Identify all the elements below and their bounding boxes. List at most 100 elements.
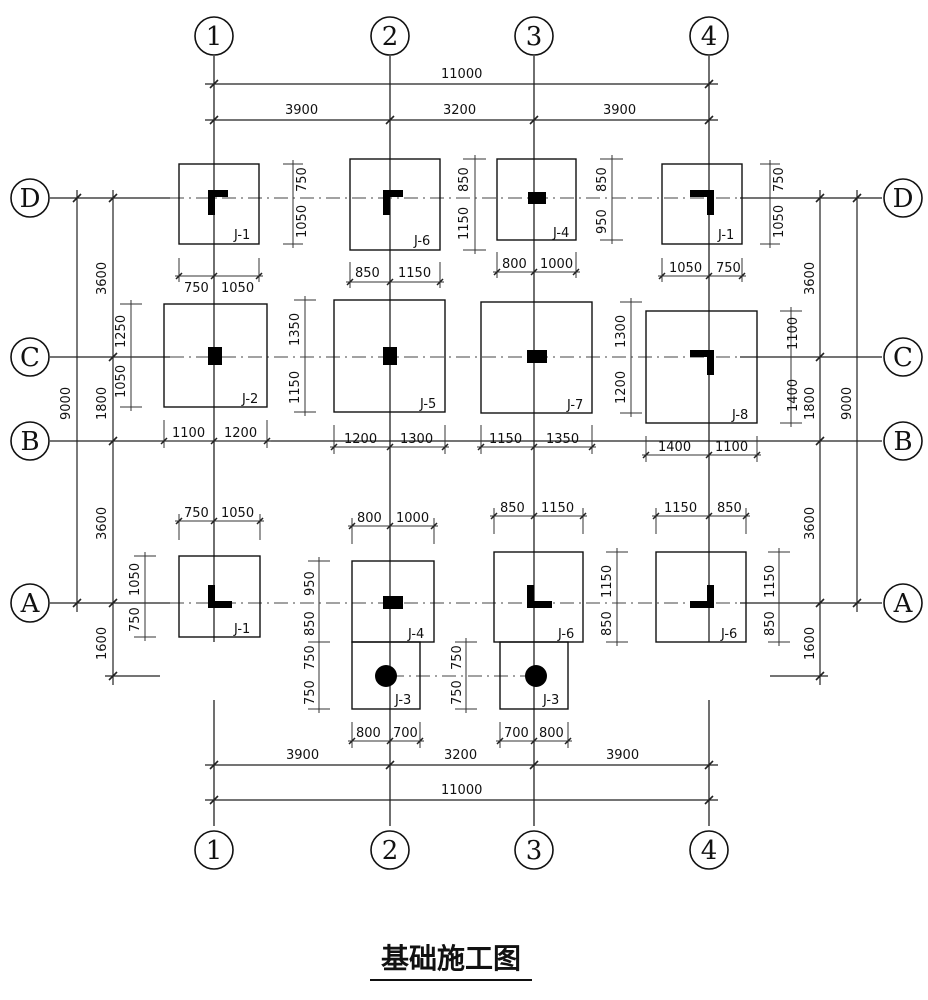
dim-top-overall: 11000: [441, 67, 482, 82]
tick: [815, 436, 825, 446]
footing-label-c2: J-5: [419, 397, 436, 412]
dim-right-seg-4: 1600: [803, 627, 818, 660]
tick: [477, 443, 485, 451]
fdim-s2-b: 700: [393, 726, 418, 741]
footing-label-a2: J-4: [407, 627, 424, 642]
footing-a1: [178, 555, 261, 638]
bubble-right-d: [883, 178, 923, 218]
axis-bubbles: [10, 16, 923, 870]
fdim-d2-a: 850: [355, 266, 380, 281]
dim-right-seg-2: 1800: [803, 387, 818, 420]
tick: [742, 512, 750, 520]
bubble-label-bottom-1: 1: [206, 836, 223, 866]
column-a1: [208, 585, 232, 608]
column-d1: [208, 190, 228, 215]
footing-c3: [480, 301, 593, 414]
tick: [209, 760, 219, 770]
column-c2: [383, 347, 397, 365]
fdim-d1-a: 750: [184, 281, 209, 296]
footing-label-s3: J-3: [542, 693, 559, 708]
fdim-c4-a: 1400: [658, 440, 691, 455]
fdim-a1-a: 750: [184, 506, 209, 521]
footing-label-c3: J-7: [566, 398, 583, 413]
fdim-a2-v-a: 950: [303, 571, 318, 596]
fdim-d3-a: 800: [502, 257, 527, 272]
tick: [530, 737, 538, 745]
bubble-label-right-a: A: [893, 589, 914, 619]
tick: [386, 278, 394, 286]
bubble-left-d: [10, 178, 50, 218]
tick: [704, 760, 714, 770]
tick: [160, 437, 168, 445]
fdim-a1-b: 1050: [221, 506, 254, 521]
bubble-label-left-c: C: [20, 343, 40, 373]
dim-right-seg-3: 3600: [803, 507, 818, 540]
tick: [564, 737, 572, 745]
fdim-c2-a: 1200: [344, 432, 377, 447]
footing-a4: [655, 551, 747, 643]
tick: [815, 193, 825, 203]
tick: [704, 79, 714, 89]
footing-c1: [163, 303, 268, 408]
fdim-a2-a: 800: [357, 511, 382, 526]
fdim-c2-v-b: 1150: [288, 371, 303, 404]
tick: [209, 795, 219, 805]
footing-d2: [349, 158, 441, 251]
bubble-left-c: [10, 337, 50, 377]
footing-dim-text-v: 750 1050 850 1150 850 950 750 1050 1250 …: [114, 167, 801, 705]
column-s2: [375, 665, 397, 687]
fdim-s2-v-b: 750: [303, 680, 318, 705]
footing-label-a1: J-1: [233, 622, 250, 637]
bubble-label-bottom-3: 3: [526, 836, 543, 866]
tick: [209, 115, 219, 125]
tick: [263, 437, 271, 445]
fdim-a2-b: 1000: [396, 511, 429, 526]
tick: [642, 451, 650, 459]
footing-labels: J-1 J-6 J-4 J-1 J-2 J-5 J-7 J-8 J-1 J-4 …: [233, 226, 748, 708]
tick: [256, 517, 264, 525]
fdim-d3-v-b: 950: [595, 209, 610, 234]
tick: [493, 268, 501, 276]
fdim-c4-v-b: 1400: [786, 379, 801, 412]
tick: [530, 268, 538, 276]
dim-left-seg-4: 1600: [95, 627, 110, 660]
dim-top-bay-3: 3900: [603, 103, 636, 118]
column-a4: [690, 585, 714, 608]
footing-dim-text-h: 750 1050 850 1150 800 1000 1050 750 1100…: [172, 257, 748, 741]
tick: [496, 737, 504, 745]
bubble-top-2: [370, 16, 410, 56]
tick: [753, 451, 761, 459]
tick: [704, 115, 714, 125]
column-c4: [690, 350, 714, 375]
column-a2: [383, 596, 403, 609]
overall-dimension-text: 11000 3900 3200 3900 3900 3200 3900 1100…: [59, 67, 855, 798]
drawing-title: 基础施工图: [381, 942, 521, 975]
tick: [386, 737, 394, 745]
tick: [108, 671, 118, 681]
footing-label-d3: J-4: [552, 226, 569, 241]
footing-c4: [645, 310, 758, 424]
footing-d1: [178, 163, 260, 245]
fdim-c1-v-a: 1250: [114, 315, 129, 348]
bubble-top-3: [514, 16, 554, 56]
tick: [346, 278, 354, 286]
tick: [529, 115, 539, 125]
footing-label-c1: J-2: [241, 392, 258, 407]
fdim-a3-v-b: 850: [600, 611, 615, 636]
footing-label-d1: J-1: [233, 228, 250, 243]
tick: [108, 436, 118, 446]
footing-c2: [333, 299, 446, 413]
bubble-top-4: [689, 16, 729, 56]
dim-left-seg-3: 3600: [95, 507, 110, 540]
footing-dimension-ticks: [160, 268, 761, 745]
column-s3: [525, 665, 547, 687]
tick: [330, 443, 338, 451]
fdim-c3-v-b: 1200: [614, 371, 629, 404]
footing-label-s2: J-3: [394, 693, 411, 708]
bubble-label-bottom-2: 2: [382, 836, 399, 866]
tick: [210, 437, 218, 445]
footing-label-a4: J-6: [720, 627, 737, 642]
tick: [386, 443, 394, 451]
tick: [588, 443, 596, 451]
tick: [815, 352, 825, 362]
